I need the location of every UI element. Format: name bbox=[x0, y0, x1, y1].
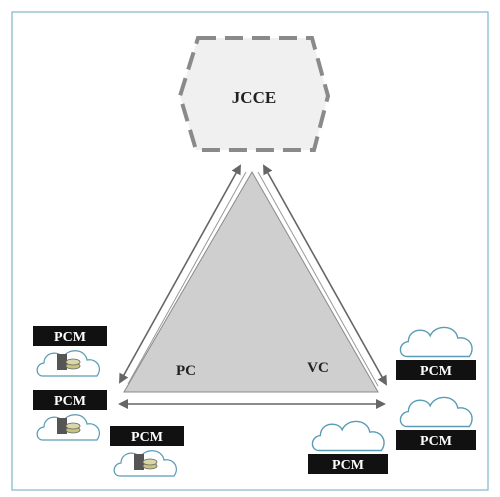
vc-jcce-arrow-inner bbox=[257, 171, 379, 387]
jcce-hub-shape bbox=[177, 36, 331, 152]
cloud-icon bbox=[399, 396, 473, 428]
pcm-node-left-1: PCM bbox=[33, 326, 107, 377]
jcce-label: JCCE bbox=[232, 88, 276, 107]
vc-jcce-arrow-outer bbox=[263, 164, 387, 386]
pcm-label-box bbox=[110, 426, 184, 446]
pcm-node-right-2: PCM bbox=[396, 396, 476, 450]
pcm-label-box bbox=[396, 360, 476, 380]
cloud-icon bbox=[311, 420, 385, 452]
connection-arrows bbox=[118, 164, 387, 409]
jcce-hub: JCCE bbox=[177, 36, 331, 152]
pcm-node-left-2: PCM bbox=[33, 390, 107, 441]
server-with-storage-in-cloud-icon bbox=[36, 414, 100, 441]
pcm-node-right-1: PCM bbox=[396, 326, 476, 380]
server-with-storage-in-cloud-icon bbox=[113, 450, 177, 477]
pc-label: PC bbox=[176, 363, 196, 379]
pcm-node-left-3: PCM bbox=[110, 426, 184, 477]
pcm-label: PCM bbox=[332, 458, 364, 473]
pc-jcce-arrow-outer bbox=[119, 164, 241, 384]
pcm-label: PCM bbox=[131, 430, 163, 445]
cloud-icon bbox=[399, 326, 473, 358]
vc-label: VC bbox=[307, 360, 329, 376]
pcm-label: PCM bbox=[420, 364, 452, 379]
pcm-label: PCM bbox=[54, 330, 86, 345]
pcm-node-right-3: PCM bbox=[308, 420, 388, 474]
pcm-label-box bbox=[33, 326, 107, 346]
pcm-label: PCM bbox=[54, 394, 86, 409]
pcm-label-box bbox=[308, 454, 388, 474]
pc-jcce-arrow-inner bbox=[127, 171, 247, 385]
pcm-label-box bbox=[33, 390, 107, 410]
outer-frame bbox=[11, 11, 489, 491]
pcm-label-box bbox=[396, 430, 476, 450]
server-with-storage-in-cloud-icon bbox=[36, 350, 100, 377]
pcm-label: PCM bbox=[420, 434, 452, 449]
central-triangle bbox=[123, 170, 379, 393]
